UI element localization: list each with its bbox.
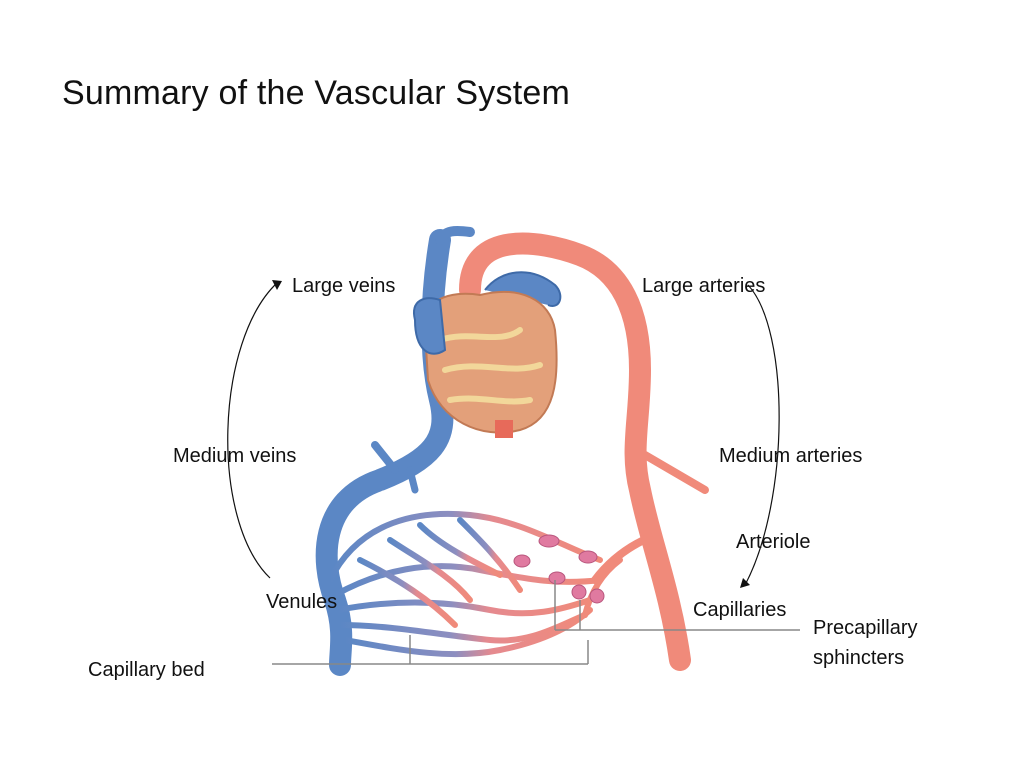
medium-vein-branch-2 xyxy=(406,466,419,494)
descending-aorta-stub xyxy=(495,420,513,438)
leader-lines xyxy=(272,580,800,665)
sphincter xyxy=(548,571,566,585)
label-medium-arteries: Medium arteries xyxy=(719,445,863,467)
arteriole-branch xyxy=(591,531,659,584)
arrowhead xyxy=(740,578,750,588)
sphincter xyxy=(538,534,560,548)
vena-cava-top xyxy=(435,226,475,245)
pulmonary-trunk xyxy=(484,271,562,307)
sphincter xyxy=(571,584,587,600)
flow-arrows xyxy=(227,280,780,588)
aortic-arch xyxy=(459,232,691,671)
artery-flow-arrow xyxy=(744,284,780,586)
label-large-veins: Large veins xyxy=(292,275,396,297)
medium-vein-branch xyxy=(371,441,399,474)
artery-system xyxy=(459,232,709,671)
label-capillary-bed: Capillary bed xyxy=(88,659,205,681)
vein-flow-arrow xyxy=(227,281,279,579)
sphincter xyxy=(589,588,605,604)
label-arteriole: Arteriole xyxy=(736,531,811,553)
label-medium-veins: Medium veins xyxy=(173,445,297,467)
label-capillaries: Capillaries xyxy=(693,599,787,621)
medium-artery-branch xyxy=(641,451,709,494)
label-precapillary-sphincters-2: sphincters xyxy=(813,647,905,669)
precapillary-sphincters xyxy=(513,534,605,604)
sphincter xyxy=(513,554,531,568)
label-large-arteries: Large arteries xyxy=(642,275,766,297)
precapillary-sphincters-bracket xyxy=(554,580,800,631)
slide-title: Summary of the Vascular System xyxy=(62,74,570,112)
heart-illustration xyxy=(413,271,562,438)
label-precapillary-sphincters-1: Precapillary xyxy=(813,617,918,639)
arrowhead xyxy=(272,280,282,290)
capillary-bed-bracket xyxy=(272,635,589,665)
right-atrium xyxy=(413,297,447,355)
sphincter xyxy=(578,550,598,564)
label-venules: Venules xyxy=(266,591,338,613)
